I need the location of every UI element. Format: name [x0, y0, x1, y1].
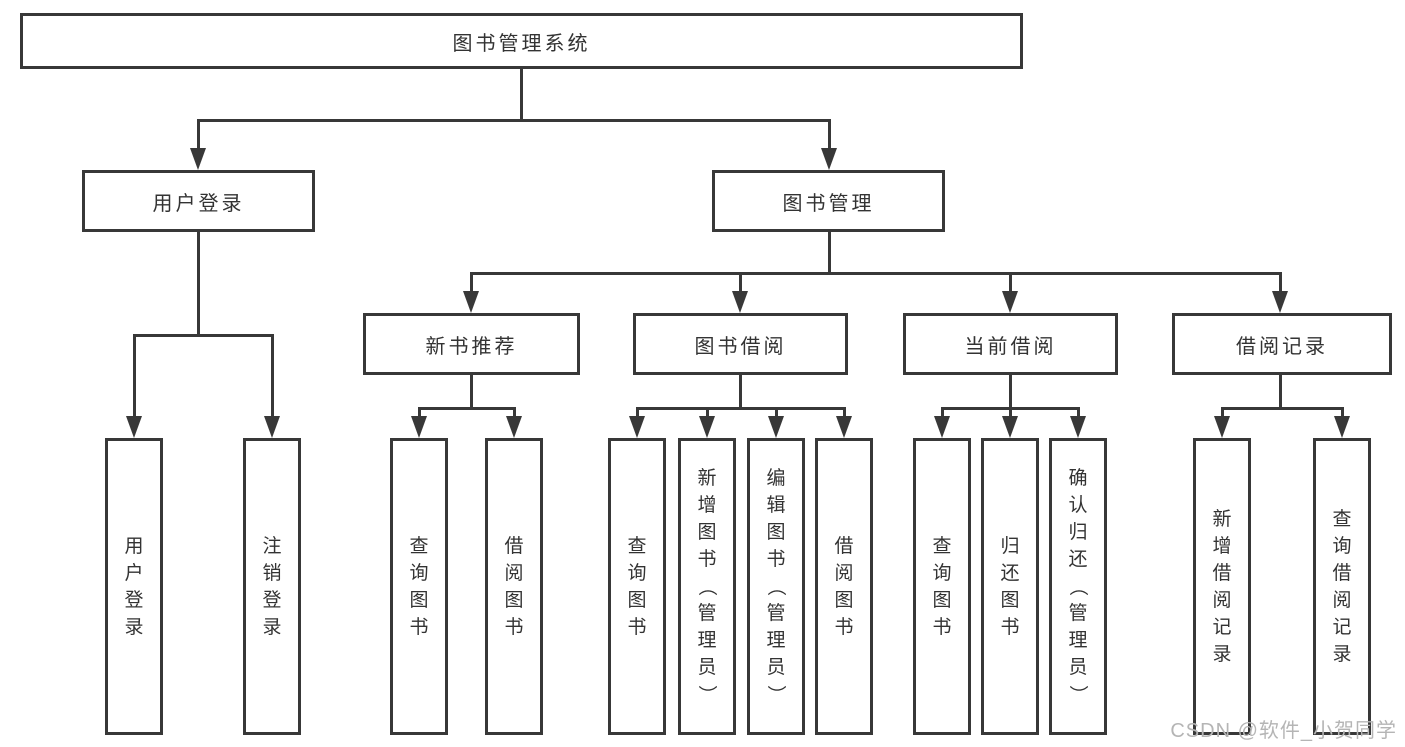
arrowhead-icon	[190, 148, 206, 170]
connector-line	[519, 69, 523, 121]
leaf-label: 新增借阅记录	[1212, 508, 1232, 665]
node-book-management: 图书管理	[712, 170, 945, 232]
arrowhead-icon	[411, 416, 427, 438]
arrowhead-icon	[126, 416, 142, 438]
connector-line	[469, 273, 473, 293]
connector-line	[1340, 408, 1344, 418]
arrowhead-icon	[1334, 416, 1350, 438]
connector-line	[940, 408, 944, 418]
leaf-label: 查询图书	[627, 535, 647, 638]
leaf-label: 注销登录	[262, 535, 282, 638]
node-root: 图书管理系统	[20, 13, 1023, 69]
leaf-add-borrow-record: 新增借阅记录	[1193, 438, 1251, 735]
arrowhead-icon	[821, 148, 837, 170]
leaf-label: 查询图书	[932, 535, 952, 638]
arrowhead-icon	[463, 291, 479, 313]
leaf-add-books-admin: 新增图书（管理员）	[678, 438, 736, 735]
arrowhead-icon	[1002, 416, 1018, 438]
connector-line	[635, 406, 846, 410]
connector-line	[1278, 375, 1282, 409]
leaf-confirm-return-admin: 确认归还（管理员）	[1049, 438, 1107, 735]
connector-line	[417, 408, 421, 418]
connector-line	[1220, 406, 1344, 410]
connector-line	[705, 408, 709, 418]
arrowhead-icon	[506, 416, 522, 438]
leaf-label: 用户登录	[124, 535, 144, 638]
connector-line	[512, 408, 516, 418]
connector-line	[196, 118, 831, 122]
connector-line	[1220, 408, 1224, 418]
arrowhead-icon	[1002, 291, 1018, 313]
connector-line	[738, 375, 742, 409]
connector-line	[827, 120, 831, 150]
leaf-query-borrow-record: 查询借阅记录	[1313, 438, 1371, 735]
node-user-login: 用户登录	[82, 170, 315, 232]
arrowhead-icon	[264, 416, 280, 438]
connector-line	[132, 335, 136, 418]
connector-line	[1008, 408, 1012, 418]
node-current-borrow: 当前借阅	[903, 313, 1118, 375]
connector-line	[1278, 273, 1282, 293]
connector-line	[196, 232, 200, 336]
node-borrow-records: 借阅记录	[1172, 313, 1392, 375]
connector-line	[1008, 273, 1012, 293]
arrowhead-icon	[934, 416, 950, 438]
arrowhead-icon	[768, 416, 784, 438]
leaf-label: 新增图书（管理员）	[696, 468, 718, 705]
leaf-return-books: 归还图书	[981, 438, 1039, 735]
connector-line	[270, 335, 274, 418]
node-new-book-recommend: 新书推荐	[363, 313, 580, 375]
leaf-label: 归还图书	[1000, 535, 1020, 638]
arrowhead-icon	[1070, 416, 1086, 438]
connector-line	[1076, 408, 1080, 418]
leaf-label: 借阅图书	[834, 535, 854, 638]
connector-line	[469, 271, 1282, 275]
leaf-label: 确认归还（管理员）	[1067, 468, 1089, 705]
arrowhead-icon	[1272, 291, 1288, 313]
leaf-logout: 注销登录	[243, 438, 301, 735]
connector-line	[842, 408, 846, 418]
leaf-borrow-books-recommend: 借阅图书	[485, 438, 543, 735]
leaf-user-login: 用户登录	[105, 438, 163, 735]
leaf-query-books-recommend: 查询图书	[390, 438, 448, 735]
arrowhead-icon	[629, 416, 645, 438]
leaf-label: 查询借阅记录	[1332, 508, 1352, 665]
leaf-label: 编辑图书（管理员）	[765, 468, 787, 705]
leaf-query-books-borrow: 查询图书	[608, 438, 666, 735]
node-book-borrow: 图书借阅	[633, 313, 848, 375]
arrowhead-icon	[732, 291, 748, 313]
leaf-label: 借阅图书	[504, 535, 524, 638]
connector-line	[196, 120, 200, 150]
connector-line	[774, 408, 778, 418]
connector-line	[1008, 375, 1012, 409]
leaf-edit-books-admin: 编辑图书（管理员）	[747, 438, 805, 735]
arrowhead-icon	[1214, 416, 1230, 438]
connector-line	[469, 375, 473, 409]
connector-line	[417, 406, 516, 410]
leaf-query-books-current: 查询图书	[913, 438, 971, 735]
connector-line	[635, 408, 639, 418]
arrowhead-icon	[836, 416, 852, 438]
connector-line	[738, 273, 742, 293]
leaf-label: 查询图书	[409, 535, 429, 638]
csdn-watermark: CSDN @软件_小贺同学	[1170, 720, 1397, 742]
arrowhead-icon	[699, 416, 715, 438]
connector-line	[132, 333, 274, 337]
connector-line	[827, 232, 831, 274]
leaf-borrow-books: 借阅图书	[815, 438, 873, 735]
